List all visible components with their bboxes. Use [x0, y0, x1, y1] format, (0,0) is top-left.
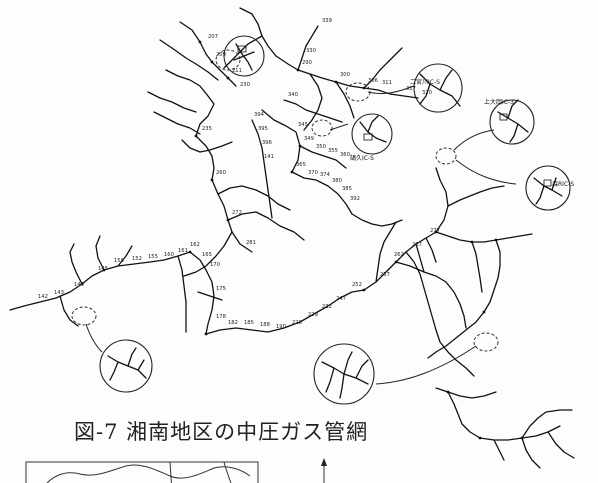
connector-arrow-2 — [453, 129, 495, 151]
node-number-label: 311 — [382, 80, 392, 86]
node-number-label: 143 — [54, 290, 64, 296]
node-number-label: 228 — [292, 320, 302, 326]
node-number-label: 396 — [262, 140, 272, 146]
node-number-label: 141 — [264, 154, 274, 160]
callout-label-2: 鵠久IC-S — [350, 154, 374, 162]
partial-map-frame — [25, 458, 327, 483]
node-number-label: 330 — [306, 48, 316, 54]
callout-circle-7 — [313, 343, 375, 405]
node-number-label: 235 — [202, 126, 212, 132]
node-number-label: 170 — [210, 262, 220, 268]
callout-label-1: 二宮川IC-S — [410, 78, 440, 86]
node-number-label: 340 — [288, 92, 298, 98]
node-number-label: 161 — [178, 248, 188, 254]
node-number-label: 188 — [260, 322, 270, 328]
node-number-label: 380 — [332, 178, 342, 184]
detail-marker-4 — [435, 147, 457, 165]
node-number-label: 374 — [320, 172, 331, 178]
callout-circle-5: 森RIC-S — [525, 165, 574, 211]
connector-arrow-6 — [329, 123, 349, 131]
node-number-label: 349 — [304, 136, 314, 142]
node-number-label: 178 — [216, 314, 226, 320]
callout-circle-3: 鵠久IC-S — [350, 113, 393, 162]
node-number-label: 360 — [340, 152, 350, 158]
detail-marker-1 — [215, 49, 241, 71]
node-number-label: 190 — [276, 324, 286, 330]
node-number-label: 229 — [308, 312, 318, 318]
node-number-label: 207 — [208, 34, 218, 40]
node-number-label: 257 — [380, 272, 390, 278]
connector-arrow-1 — [367, 85, 415, 95]
node-number-label: 144 — [74, 282, 85, 288]
callout-circle-6 — [99, 339, 153, 393]
connector-arrow-5 — [375, 345, 477, 385]
node-number-label: 306 — [368, 78, 378, 84]
node-number-label: 232 — [322, 304, 332, 310]
node-number-label: 300 — [340, 72, 350, 78]
node-number-label: 142 — [38, 294, 48, 300]
callout-circle-4: 上大岡IC-3 — [484, 98, 535, 145]
pipe-network — [9, 7, 575, 469]
callout-circle-2: 二宮川IC-S — [410, 63, 463, 113]
node-number-labels: 207 209 211 230 235 260 272 281 290 300 306 311 317 3… — [38, 18, 440, 330]
node-number-label: 150 — [114, 258, 124, 264]
node-number-label: 152 — [132, 256, 142, 262]
node-number-label: 165 — [202, 252, 212, 258]
detail-marker-3 — [311, 119, 333, 137]
node-number-label: 267 — [412, 242, 422, 248]
node-number-label: 339 — [322, 18, 332, 24]
node-number-label: 230 — [240, 82, 250, 88]
node-number-label: 290 — [302, 60, 312, 66]
node-number-label: 260 — [216, 170, 226, 176]
node-number-label: 392 — [350, 196, 360, 202]
node-number-label: 145 — [98, 266, 108, 272]
node-number-label: 385 — [342, 186, 352, 192]
node-number-label: 262 — [394, 252, 404, 258]
node-number-label: 281 — [246, 240, 256, 246]
network-nodes — [80, 40, 524, 440]
detail-marker-6 — [473, 332, 499, 352]
node-number-label: 209 — [216, 52, 226, 58]
node-number-label: 185 — [244, 320, 254, 326]
detail-marker-5 — [71, 306, 97, 326]
figure-caption: 図-7 湘南地区の中圧ガス管網 — [74, 420, 369, 444]
node-number-label: 252 — [352, 282, 362, 288]
node-number-label: 345 — [298, 122, 308, 128]
node-number-label: 211 — [232, 68, 242, 74]
node-number-label: 182 — [228, 320, 238, 326]
node-number-label: 370 — [308, 170, 318, 176]
node-number-label: 247 — [336, 296, 346, 302]
node-number-label: 272 — [232, 210, 242, 216]
node-number-label: 155 — [148, 254, 158, 260]
node-number-label: 277 — [430, 228, 440, 234]
connector-arrow-3 — [455, 159, 517, 185]
node-number-label: 162 — [190, 242, 200, 248]
node-number-label: 394 — [254, 112, 265, 118]
node-number-label: 365 — [296, 162, 306, 168]
node-number-label: 317 — [406, 86, 416, 92]
callout-label-4: 森RIC-S — [552, 180, 574, 188]
callout-circle-1 — [223, 35, 265, 77]
detail-indicators — [71, 49, 517, 385]
callout-label-3: 上大岡IC-3 — [484, 98, 514, 106]
node-number-label: 160 — [164, 252, 174, 258]
node-number-label: 175 — [216, 286, 226, 292]
connector-arrow-4 — [85, 323, 103, 353]
node-number-label: 355 — [328, 148, 338, 154]
node-number-label: 350 — [316, 144, 326, 150]
node-number-label: 395 — [258, 126, 268, 132]
